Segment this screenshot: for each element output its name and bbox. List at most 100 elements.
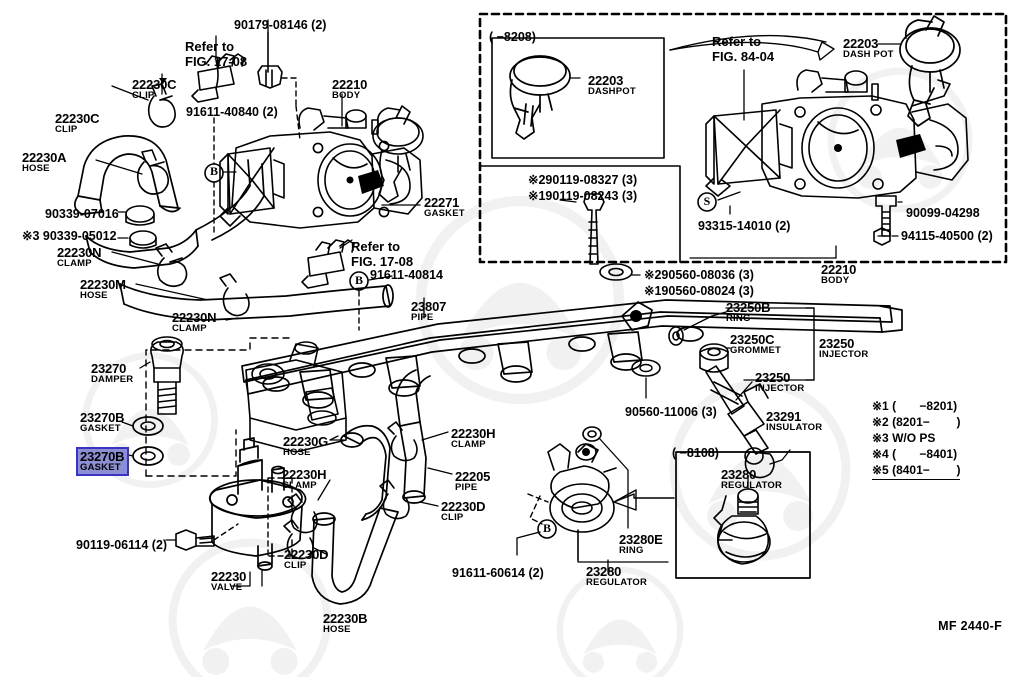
ref-number[interactable]: 90119-06114 (2)	[76, 538, 168, 552]
part-number: 22203	[843, 36, 879, 51]
part-number: 22230D	[441, 499, 486, 514]
part-number: 22230M	[80, 277, 126, 292]
legend-note-mark: ※3	[872, 431, 889, 445]
legend-note-mark: ※1	[872, 399, 889, 413]
part-number: 22203	[588, 73, 624, 88]
range-mark: ( −8108)	[672, 446, 719, 460]
part-description: DASHPOT	[588, 86, 636, 97]
part-number: 22230B	[323, 611, 368, 626]
refer-line-2: FIG. 17-08	[185, 53, 248, 69]
part-description: PIPE	[455, 482, 478, 493]
part-number: 22230H	[282, 467, 327, 482]
part-description: CLAMP	[451, 439, 486, 450]
refer-line-1: Refer to	[712, 34, 762, 49]
legend-note-mark: ※2	[872, 415, 889, 429]
ref-number[interactable]: 91611-40814	[370, 268, 443, 282]
part-number: 23291	[766, 409, 802, 424]
part-description: REGULATOR	[721, 480, 783, 491]
part-number: 23807	[411, 299, 447, 314]
part-number: 22210	[821, 262, 857, 277]
ref-number[interactable]: 90560-11006 (3)	[625, 405, 717, 419]
part-description: HOSE	[323, 624, 351, 635]
part-number: 22230N	[57, 245, 102, 260]
part-number: 22210	[332, 77, 368, 92]
part-number: 22230A	[22, 150, 67, 165]
ref-number[interactable]: 94115-40500 (2)	[901, 229, 993, 243]
part-description: RING	[619, 545, 644, 556]
part-description: INJECTOR	[819, 349, 869, 360]
part-description: GASKET	[80, 462, 121, 473]
legend-note-row: ※5 (8401− )	[872, 462, 960, 478]
part-description: CLIP	[55, 124, 78, 135]
part-number: 22230	[211, 569, 247, 584]
legend-note-text: ( −8401)	[888, 447, 958, 461]
ref-number[interactable]: 90099-04298	[906, 206, 980, 220]
ref-number[interactable]: 91611-40840 (2)	[186, 105, 278, 119]
part-description: INJECTOR	[755, 383, 805, 394]
part-description: HOSE	[22, 163, 50, 174]
ref-number[interactable]: 90339-07016	[45, 207, 119, 221]
circle-symbol-s: S	[703, 194, 711, 208]
part-number: 23250B	[726, 300, 771, 315]
part-number: 22230D	[284, 547, 329, 562]
legend-notes: ※1 ( −8201)※2 (8201− )※3 W/O PS※4 ( −840…	[872, 398, 961, 480]
legend-note-row: ※3 W/O PS	[872, 430, 960, 446]
part-number: 22230N	[172, 310, 217, 325]
legend-note-text: (8401− )	[888, 463, 961, 477]
ref-number[interactable]: 91611-60614 (2)	[452, 566, 544, 580]
ref-number[interactable]: ※190560-08024 (3)	[644, 284, 754, 298]
part-number: 22230G	[283, 434, 329, 449]
figure-code: MF 2440-F	[938, 619, 1002, 633]
part-number: 22230C	[55, 111, 100, 126]
ref-number[interactable]: 93315-14010 (2)	[698, 219, 791, 233]
part-description: REGULATOR	[586, 577, 648, 588]
part-description: CLIP	[441, 512, 464, 523]
part-description: CLIP	[132, 90, 155, 101]
part-description: VALVE	[211, 582, 243, 593]
ref-number[interactable]: 90179-08146 (2)	[234, 18, 327, 32]
part-description: GASKET	[80, 423, 121, 434]
part-number: 22230C	[132, 77, 177, 92]
ref-number[interactable]: ※290560-08036 (3)	[644, 268, 754, 282]
legend-note-text: W/O PS	[888, 431, 936, 445]
ref-number[interactable]: ※290119-08327 (3)	[528, 173, 638, 187]
ref-number[interactable]: ※190119-08243 (3)	[528, 189, 638, 203]
legend-note-mark: ※5	[872, 463, 889, 477]
ref-number[interactable]: ※3 90339-05012	[22, 229, 117, 243]
